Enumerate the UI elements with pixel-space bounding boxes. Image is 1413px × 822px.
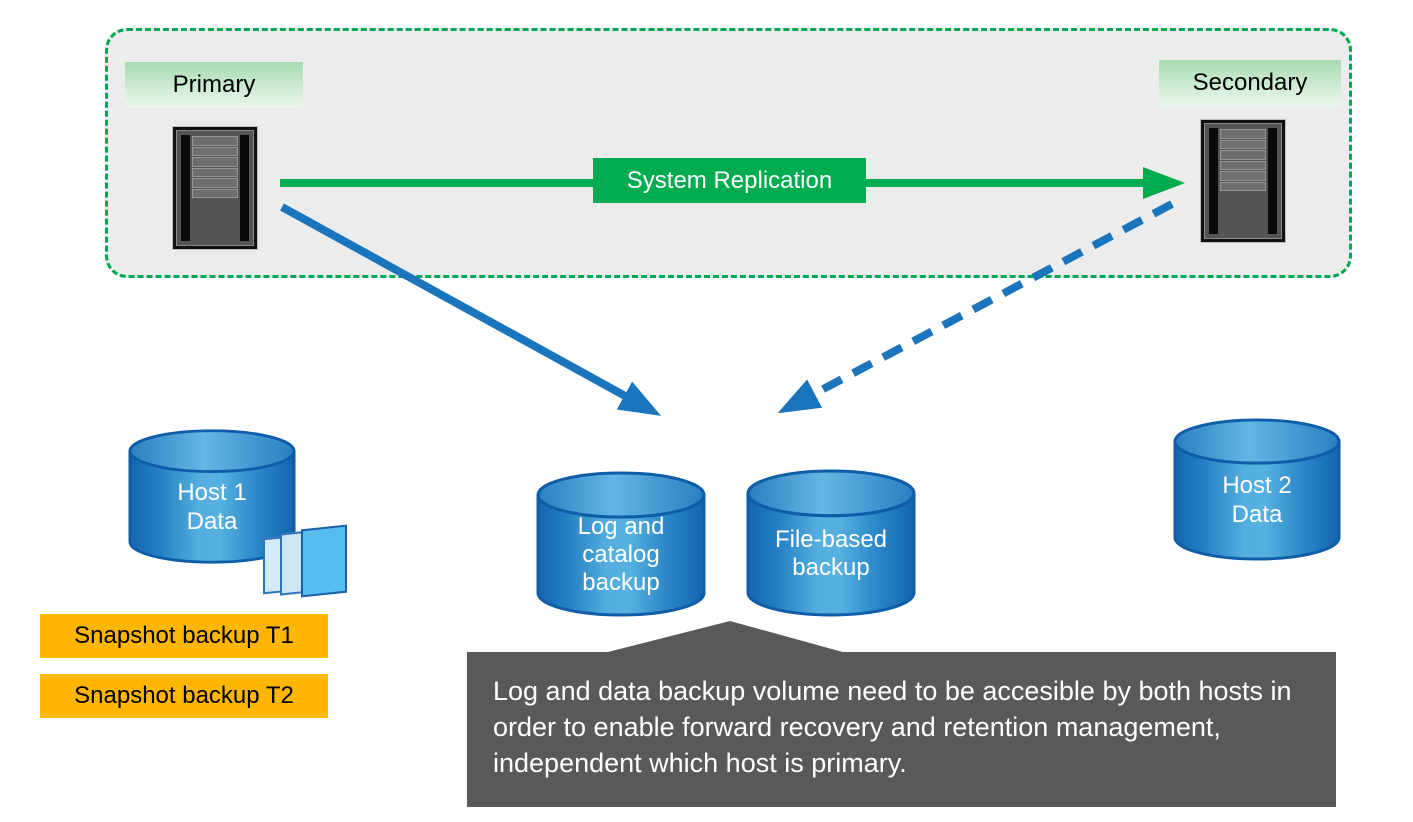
primary-label: Primary bbox=[125, 62, 303, 108]
log-catalog-backup-cylinder: Log and catalog backup bbox=[535, 470, 707, 618]
host1-data-cylinder: Host 1 Data bbox=[127, 428, 297, 565]
cylinder-label: Host 1 Data bbox=[177, 479, 247, 535]
system-replication-label: System Replication bbox=[593, 158, 866, 203]
server-rail bbox=[240, 135, 249, 241]
callout-pointer bbox=[600, 621, 850, 654]
cylinder-label: Log and catalog backup bbox=[577, 512, 665, 597]
host2-data-cylinder: Host 2 Data bbox=[1172, 417, 1342, 562]
server-body bbox=[1204, 123, 1282, 239]
cylinder-icon bbox=[536, 471, 706, 617]
cylinder-icon bbox=[1173, 418, 1341, 561]
server-slats bbox=[192, 136, 238, 198]
snapshot-pages-icon bbox=[263, 524, 349, 605]
snapshot-backup-t2-label: Snapshot backup T2 bbox=[40, 674, 328, 718]
server-rail bbox=[1209, 128, 1218, 234]
cylinder-icon bbox=[746, 469, 916, 617]
callout-note: Log and data backup volume need to be ac… bbox=[467, 652, 1336, 807]
snapshot-page bbox=[301, 524, 347, 598]
server-body bbox=[176, 130, 254, 246]
server-rail bbox=[181, 135, 190, 241]
cylinder-icon bbox=[128, 429, 296, 564]
secondary-label: Secondary bbox=[1159, 60, 1341, 106]
server-rail bbox=[1268, 128, 1277, 234]
file-based-backup-cylinder: File-based backup bbox=[745, 468, 917, 618]
cylinder-label: File-based backup bbox=[774, 525, 888, 581]
server-slats bbox=[1220, 129, 1266, 191]
secondary-server-icon bbox=[1200, 119, 1286, 243]
primary-server-icon bbox=[172, 126, 258, 250]
snapshot-backup-t1-label: Snapshot backup T1 bbox=[40, 614, 328, 658]
cylinder-label: Host 2 Data bbox=[1222, 472, 1292, 528]
callout-text: Log and data backup volume need to be ac… bbox=[493, 676, 1292, 778]
